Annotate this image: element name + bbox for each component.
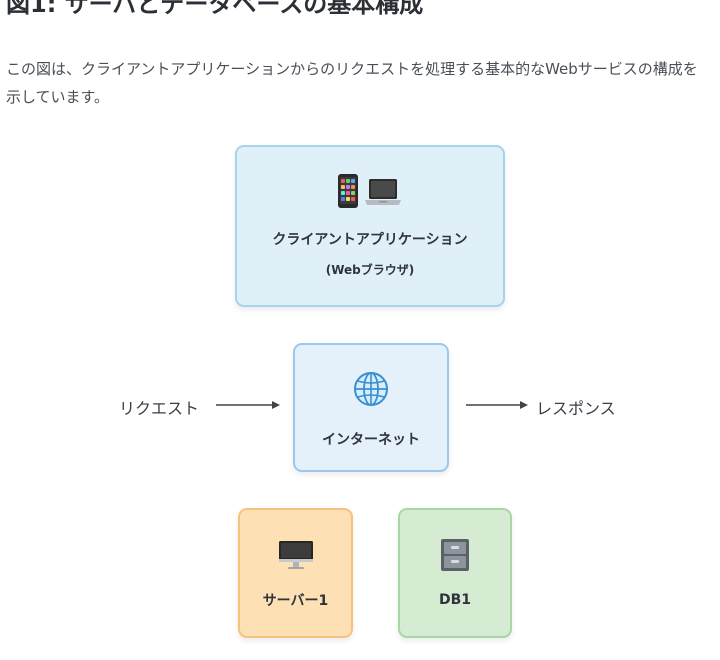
- desktop-monitor-icon: [278, 541, 313, 569]
- internet-node: インターネット: [293, 343, 449, 472]
- diagram-title: 図1: サーバとデータベースの基本構成: [6, 0, 424, 18]
- globe-icon: [354, 372, 388, 406]
- request-arrow: [216, 401, 280, 409]
- database-icons: [439, 538, 471, 572]
- client-icons: [337, 173, 403, 209]
- file-cabinet-icon: [441, 539, 469, 571]
- database-node: DB1: [398, 508, 512, 638]
- laptop-icon: [365, 179, 401, 205]
- client-app-node: クライアントアプリケーション (Webブラウザ): [235, 145, 505, 307]
- server-label: サーバー1: [262, 593, 329, 609]
- database-label: DB1: [438, 592, 472, 608]
- server-icons: [278, 540, 314, 570]
- client-app-label: クライアントアプリケーション: [272, 232, 468, 248]
- smartphone-icon: [338, 174, 358, 208]
- diagram-description: この図は、クライアントアプリケーションからのリクエストを処理する基本的なWebサ…: [6, 60, 698, 106]
- internet-label: インターネット: [322, 432, 420, 448]
- request-label: リクエスト: [119, 399, 200, 418]
- response-label: レスポンス: [536, 399, 616, 418]
- client-app-sublabel: (Webブラウザ): [325, 263, 415, 277]
- response-arrow: [466, 401, 528, 409]
- internet-icons: [353, 371, 389, 407]
- server-node: サーバー1: [238, 508, 353, 638]
